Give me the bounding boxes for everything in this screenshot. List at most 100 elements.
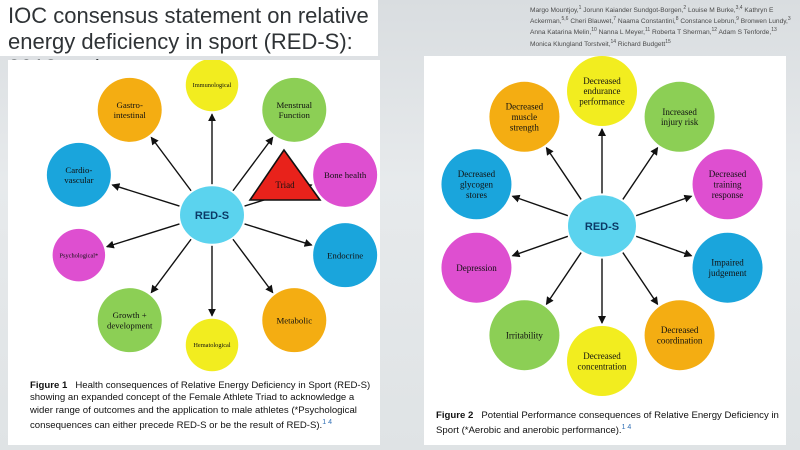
fig1-node-circle — [262, 77, 327, 142]
author-name: Adam S Tenforde, — [718, 29, 772, 37]
fig2-node-circle — [692, 232, 763, 303]
fig1-node-label: Menstrual — [276, 100, 312, 110]
fig1-node-circle — [97, 288, 162, 353]
author-list: Margo Mountjoy,1 Jorunn Kaiander Sundgot… — [530, 4, 796, 49]
fig2-node-circle — [567, 56, 637, 126]
figure-2-caption-text: Potential Performance consequences of Re… — [436, 410, 779, 437]
fig2-node-label: Decreased — [506, 102, 544, 112]
fig1-node: Gastro-intestinal — [97, 77, 162, 142]
fig2-node-label: training — [714, 179, 742, 189]
fig2-node-label: response — [712, 190, 744, 200]
fig2-node-label: glycogen — [460, 179, 493, 189]
fig2-node-circle — [489, 300, 560, 371]
fig2-node-circle — [441, 232, 512, 303]
fig1-node-label: Function — [279, 110, 311, 120]
author-affiliation: 5,6 — [561, 16, 569, 23]
fig1-node-label: Growth + — [113, 310, 147, 320]
fig1-node: Cardio-vascular — [46, 142, 111, 207]
figure-1-caption-label: Figure 1 — [30, 380, 68, 391]
fig2-center-circle — [568, 195, 636, 257]
fig2-center-label: RED-S — [585, 221, 619, 233]
fig1-node-circle — [313, 142, 378, 207]
fig2-node-label: Depression — [456, 263, 497, 273]
author-name: Roberta T Sherman, — [651, 29, 712, 37]
figure-2-diagram: DecreasedenduranceperformanceIncreasedin… — [441, 56, 763, 396]
fig1-node-label: Hematological — [193, 342, 230, 349]
figure-1-caption-text: Health consequences of Relative Energy D… — [30, 380, 371, 432]
figure-1-caption-ref[interactable]: 1 4 — [322, 419, 332, 427]
fig2-arrow — [545, 146, 582, 200]
fig1-arrow — [150, 238, 192, 294]
fig2-node-label: judgement — [708, 268, 747, 278]
fig2-arrow — [635, 235, 693, 258]
author-affiliation: 11 — [644, 27, 651, 34]
fig2-node-label: Impaired — [711, 258, 744, 268]
fig1-node: Hematological — [185, 318, 239, 372]
fig2-node-label: performance — [579, 97, 624, 107]
author-name: Anna Katarina Melin, — [530, 29, 592, 37]
fig1-node: Growth +development — [97, 288, 162, 353]
fig2-node-label: endurance — [584, 86, 621, 96]
author-name: Margo Mountjoy, — [530, 7, 579, 15]
fig1-node-circle — [97, 77, 162, 142]
fig1-node-circle — [46, 142, 111, 207]
fig2-node-circle — [567, 326, 637, 396]
fig2-arrow — [622, 146, 659, 200]
author-name: Kathryn E Ackerman, — [530, 7, 774, 26]
fig1-node-label: Gastro- — [117, 100, 143, 110]
figure-2-caption-label: Figure 2 — [436, 410, 474, 421]
fig1-arrow — [232, 238, 274, 294]
fig1-node-circle — [185, 318, 239, 372]
fig1-node: Endocrine — [313, 223, 378, 288]
fig2-node-label: concentration — [578, 361, 627, 371]
author-name: Richard Budgett — [617, 40, 666, 48]
author-affiliation: 12 — [711, 27, 718, 34]
author-affiliation: 10 — [591, 27, 597, 34]
fig1-arrow — [105, 223, 180, 249]
fig1-node-label: intestinal — [114, 110, 147, 120]
fig2-node-label: Increased — [662, 107, 697, 117]
author-name: Constance Lebrun, — [680, 18, 737, 26]
figure-2-caption-ref[interactable]: 1 4 — [621, 424, 632, 432]
fig2-node-label: Decreased — [583, 351, 621, 361]
author-affiliation: 13 — [771, 27, 777, 34]
fig1-arrow — [150, 136, 192, 192]
author-name: Bronwen Lundy, — [740, 18, 788, 26]
author-name: Cheri Blauwet, — [570, 18, 614, 26]
author-name: Nanna L Meyer, — [598, 29, 645, 37]
fig1-center-label: RED-S — [195, 210, 229, 222]
author-affiliation: 7 — [613, 16, 616, 23]
fig2-node-label: Irritability — [506, 330, 543, 340]
fig1-node-label: vascular — [64, 175, 93, 185]
author-affiliation: 9 — [736, 16, 739, 23]
fig2-arrow — [511, 194, 569, 217]
author-affiliation: 1 — [578, 5, 582, 11]
author-affiliation: 3 — [787, 16, 791, 23]
fig2-arrow — [622, 252, 659, 306]
fig2-node-circle — [489, 81, 560, 152]
author-name: Louise M Burke, — [687, 7, 736, 15]
author-name: Naama Constantini, — [617, 18, 676, 26]
fig1-node: Immunological — [185, 60, 239, 112]
author-affiliation: 8 — [675, 16, 679, 23]
fig2-node-circle — [441, 149, 512, 220]
fig1-node-label: development — [107, 320, 153, 330]
fig2-arrow — [545, 252, 582, 306]
fig1-arrow — [232, 136, 274, 192]
fig2-arrow — [511, 235, 569, 258]
fig2-node-circle — [644, 81, 715, 152]
fig2-node-circle — [692, 149, 763, 220]
fig1-node-label: Endocrine — [327, 250, 363, 260]
author-affiliation: 2 — [683, 5, 687, 11]
fig1-arrow — [244, 223, 313, 247]
